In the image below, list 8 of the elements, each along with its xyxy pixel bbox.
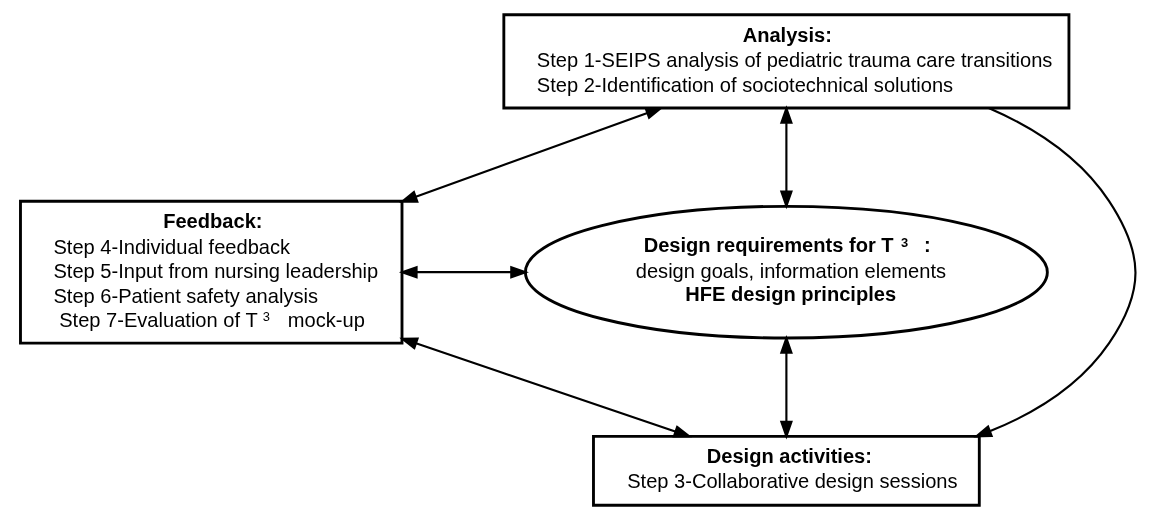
arrow <box>779 334 793 439</box>
node-box: Analysis: Step 1-SEIPS analysis of pediatric trauma care transitions Step 2-Identification of sociotechnical solutions <box>501 12 1070 109</box>
node-box: Design activities: Step 3-Collaborative design sessions <box>591 434 981 507</box>
arrow <box>398 265 529 279</box>
arrow <box>779 104 793 209</box>
arrow <box>398 336 692 437</box>
arrow <box>972 106 1137 437</box>
arrow <box>398 106 664 203</box>
